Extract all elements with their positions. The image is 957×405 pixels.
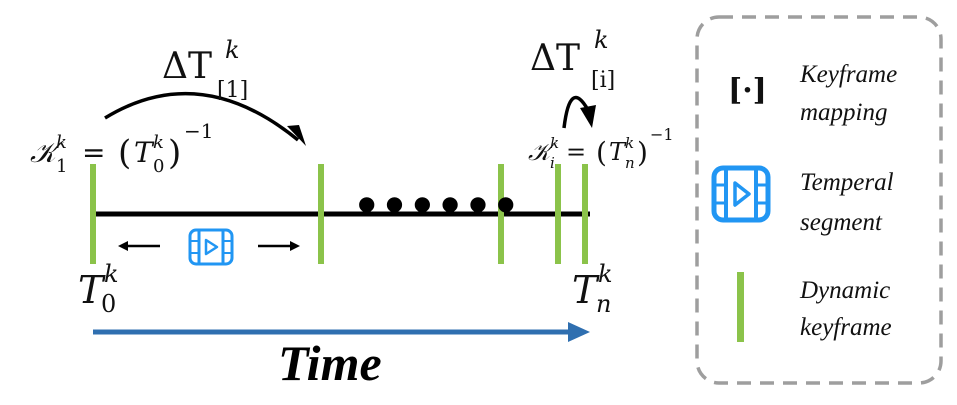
delta-ti-curved-arrow <box>562 96 590 129</box>
tn-label: T k n <box>572 260 613 318</box>
t0-label: T k 0 <box>78 260 119 318</box>
svg-text:Keyframe: Keyframe <box>799 61 897 88</box>
svg-text:k: k <box>56 132 67 153</box>
keyframe-bar-2 <box>498 164 504 264</box>
legend-item-dynamic-keyframe: Dynamic keyframe <box>737 272 892 342</box>
segment-video-icon <box>188 228 234 266</box>
svg-text:(: ( <box>596 136 607 169</box>
svg-text:n: n <box>596 290 611 318</box>
svg-text:k: k <box>625 134 634 152</box>
legend-box: [·] Keyframe mapping Temperal segment Dy… <box>695 15 943 385</box>
bracket-dot-icon: [·] <box>728 73 767 108</box>
keyframe-bar-1 <box>318 164 324 264</box>
svg-text:k: k <box>594 26 609 54</box>
svg-text:T: T <box>134 136 155 169</box>
legend-item-temperal-segment: Temperal segment <box>711 165 894 236</box>
keyframe-i-equation: 𝒦 k i = ( T k n ) −1 <box>528 125 674 172</box>
svg-text:k: k <box>598 260 613 288</box>
svg-text:k: k <box>153 132 164 153</box>
svg-text:ΔT: ΔT <box>162 46 212 87</box>
svg-text:−1: −1 <box>650 125 674 144</box>
svg-text:(: ( <box>118 133 131 173</box>
svg-text:segment: segment <box>800 209 883 236</box>
time-label: Time <box>278 335 382 391</box>
svg-text:T: T <box>572 268 600 312</box>
svg-text:k: k <box>550 134 559 152</box>
svg-text:n: n <box>625 154 635 172</box>
svg-text:[i]: [i] <box>591 68 615 93</box>
svg-text:0: 0 <box>153 156 164 177</box>
delta-t1-curved-arrow <box>104 91 300 142</box>
svg-text:): ) <box>168 133 181 173</box>
svg-text:[1]: [1] <box>217 78 248 103</box>
delta-t1-arrowhead <box>287 125 306 146</box>
svg-text:T: T <box>78 268 106 312</box>
svg-text:=: = <box>82 136 105 169</box>
svg-text:T: T <box>609 138 627 166</box>
legend-item-keyframe-mapping: [·] Keyframe mapping <box>728 61 897 126</box>
svg-text:mapping: mapping <box>800 99 888 126</box>
svg-text:): ) <box>637 136 648 169</box>
svg-text:keyframe: keyframe <box>800 314 892 341</box>
svg-text:=: = <box>566 138 586 166</box>
keyframe-bar-4 <box>582 164 588 264</box>
green-bar-icon <box>737 272 744 342</box>
svg-text:−1: −1 <box>184 119 213 143</box>
svg-text:Temperal: Temperal <box>800 169 894 196</box>
svg-text:0: 0 <box>101 290 116 318</box>
delta-ti-arrowhead <box>580 105 596 128</box>
video-segment-icon <box>711 165 771 223</box>
svg-text:k: k <box>104 260 119 288</box>
delta-ti-label: ΔT k [i] <box>530 26 615 93</box>
svg-text:i: i <box>550 154 555 172</box>
svg-text:Dynamic: Dynamic <box>799 277 890 304</box>
keyframe-bar-0 <box>90 164 96 264</box>
keyframe-bar-3 <box>555 164 561 264</box>
svg-text:k: k <box>225 36 240 64</box>
keyframe-first-equation: 𝒦 k 1 = ( T k 0 ) −1 <box>30 119 213 177</box>
svg-text:ΔT: ΔT <box>530 38 580 79</box>
svg-text:1: 1 <box>56 156 67 177</box>
delta-t1-label: ΔT k [1] <box>162 36 248 103</box>
ellipsis-dots: ● ● ● ● ● ● <box>358 191 517 215</box>
